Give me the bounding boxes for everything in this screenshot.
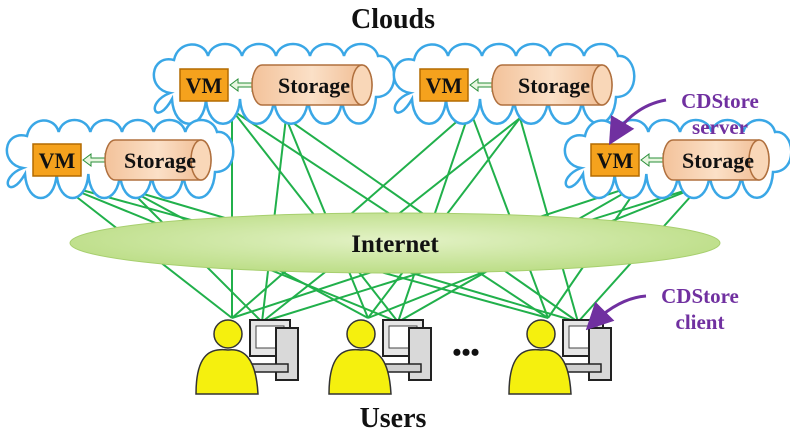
users-title: Users <box>360 403 427 434</box>
person-head-icon <box>346 319 376 349</box>
ellipsis: ••• <box>452 338 479 367</box>
vm-box <box>32 143 82 177</box>
client-annotation-line2: client <box>676 310 725 334</box>
cloud: VM Storage <box>392 42 636 125</box>
user <box>508 319 612 395</box>
clouds-title: Clouds <box>351 4 435 35</box>
server-annotation-line2: server <box>692 115 748 139</box>
storage-label: Storage <box>124 148 196 173</box>
storage-label: Storage <box>518 73 590 98</box>
vm-box <box>179 68 229 102</box>
person-body-icon <box>328 348 392 395</box>
person-body-icon <box>195 348 259 395</box>
vm-box <box>590 143 640 177</box>
vm-label: VM <box>597 148 634 173</box>
vm-label: VM <box>186 73 223 98</box>
storage-label: Storage <box>278 73 350 98</box>
client-annotation: CDStore client <box>585 284 739 334</box>
storage-label: Storage <box>682 148 754 173</box>
person-head-icon <box>213 319 243 349</box>
person-body-icon <box>508 348 572 395</box>
person-head-icon <box>526 319 556 349</box>
link-line <box>469 109 549 319</box>
client-annotation-line1: CDStore <box>661 284 739 308</box>
storage-cylinder-cap <box>591 64 613 106</box>
users-group <box>195 319 612 395</box>
cloud: VM Storage <box>152 42 396 125</box>
server-annotation: CDStore server <box>608 89 759 146</box>
cloud: VM Storage <box>5 118 235 200</box>
cloud: VM Storage <box>563 118 790 200</box>
user <box>328 319 432 395</box>
internet-node: Internet <box>69 212 721 274</box>
internet-label: Internet <box>351 231 439 258</box>
vm-box <box>419 68 469 102</box>
vm-label: VM <box>426 73 463 98</box>
vm-label: VM <box>39 148 76 173</box>
server-annotation-arrow <box>608 98 667 146</box>
storage-cylinder-cap <box>351 64 373 106</box>
user <box>195 319 299 395</box>
storage-cylinder-cap <box>748 139 770 181</box>
client-annotation-arrow <box>585 294 647 331</box>
server-annotation-line1: CDStore <box>681 89 759 113</box>
storage-cylinder-cap <box>190 139 212 181</box>
